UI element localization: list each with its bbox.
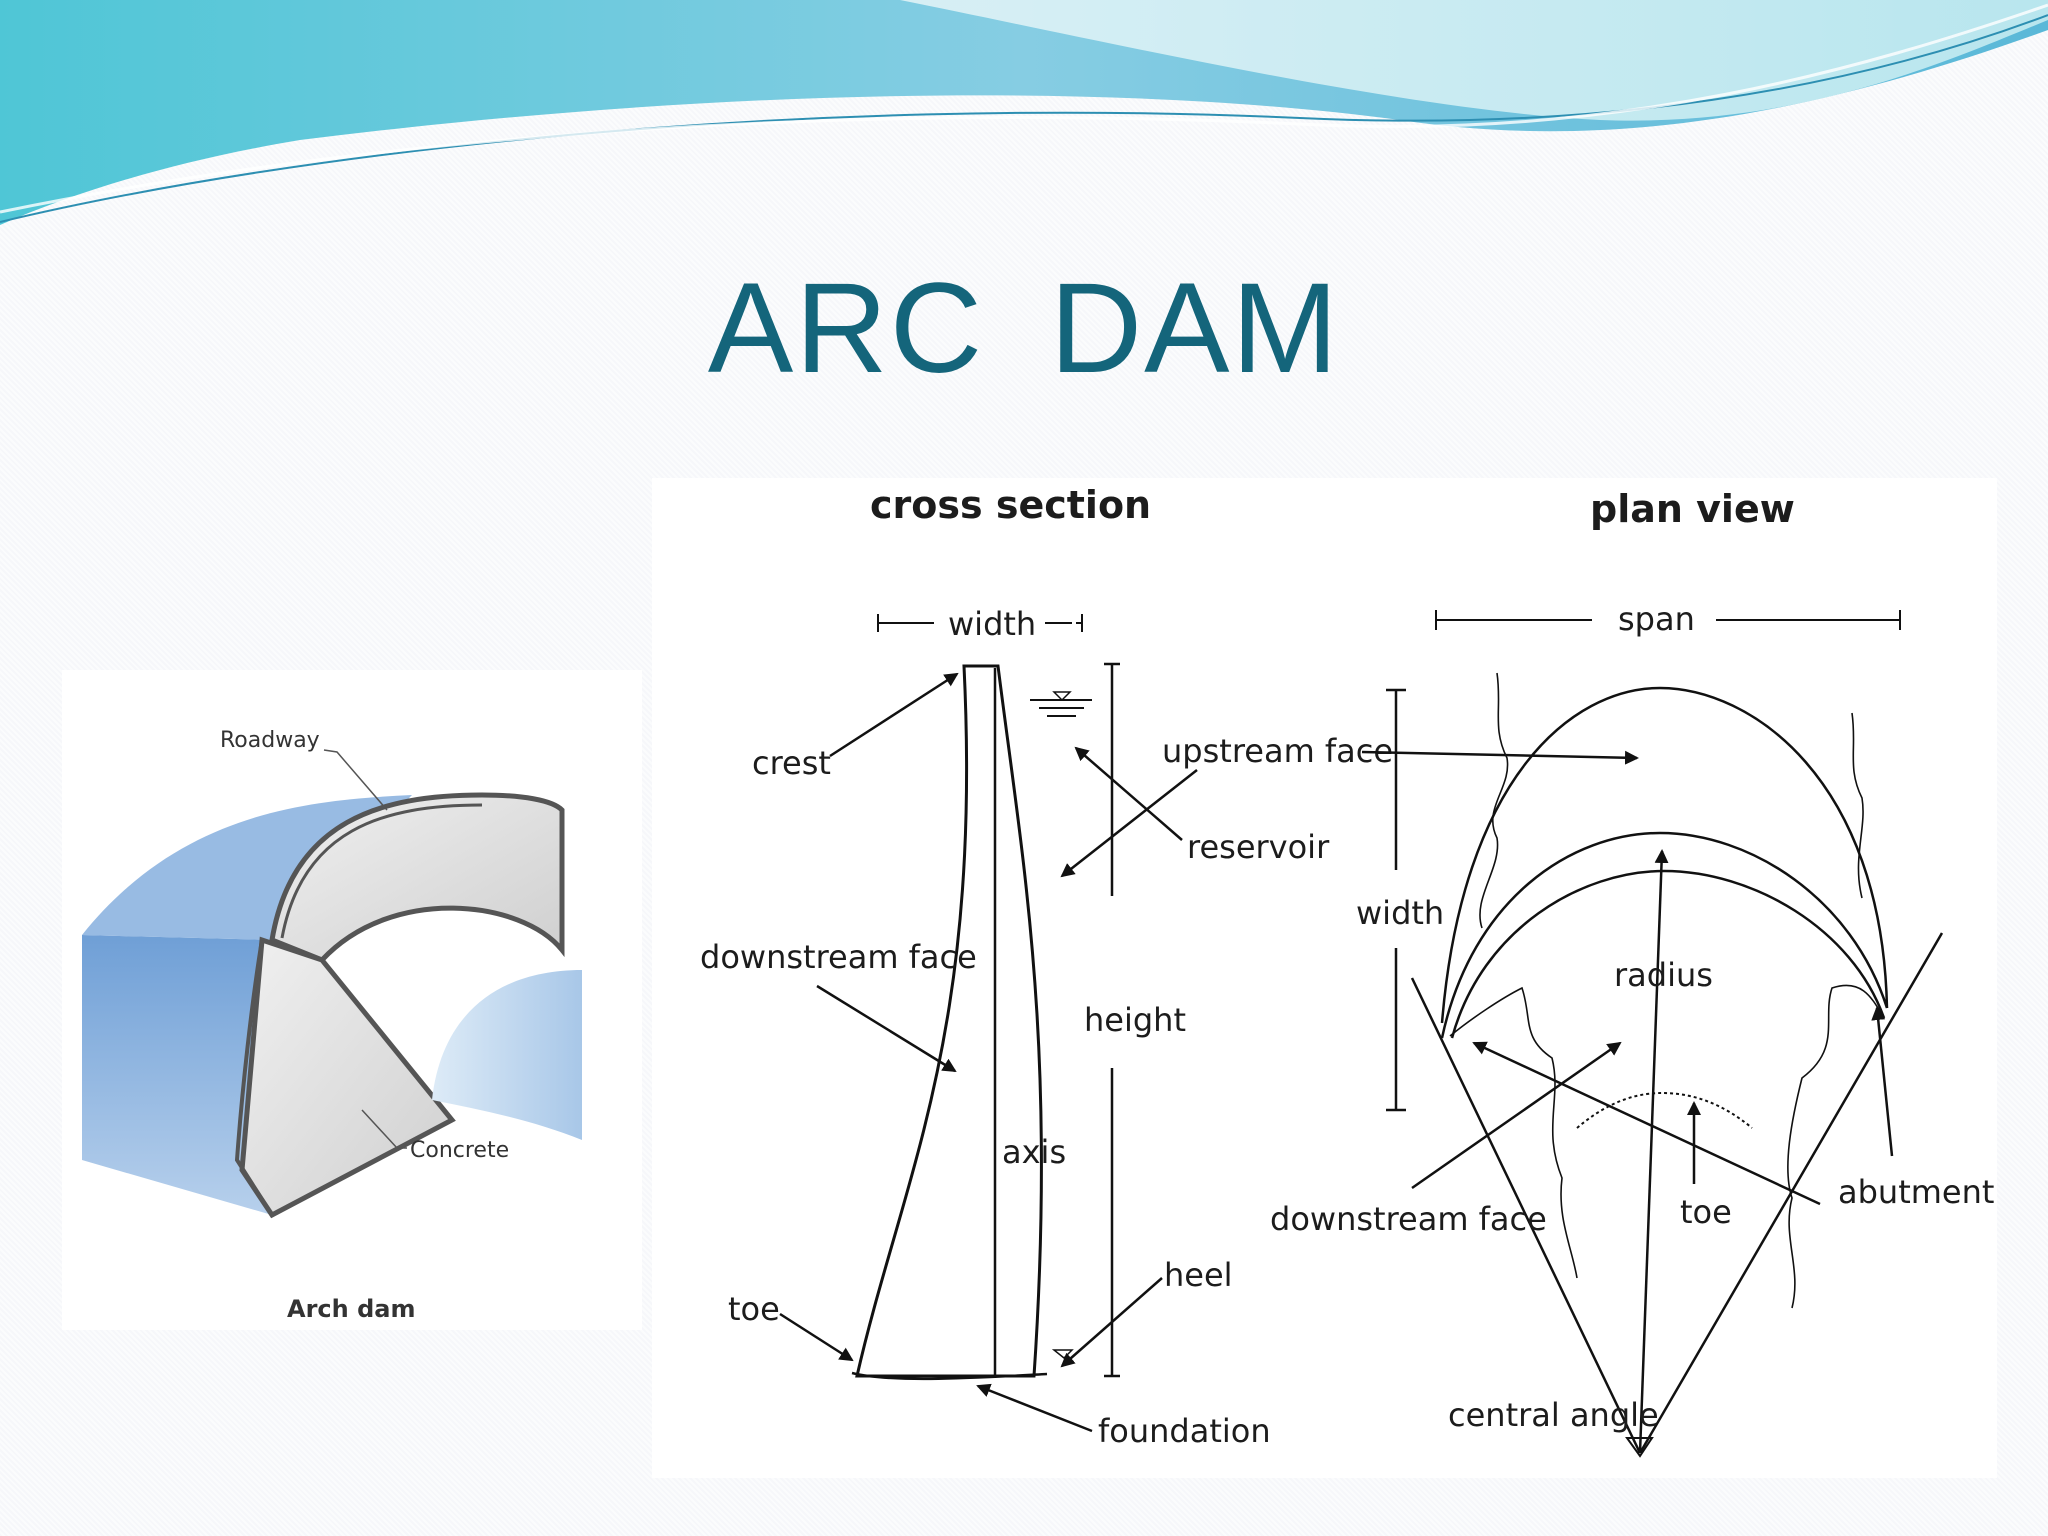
dam-schematic: cross section width height crest upstrea… [700,483,1994,1458]
label-width-plan: width [1356,894,1444,932]
arch-dam-illustration-panel: Roadway Concrete Arch dam [62,670,642,1330]
label-downstream-face-plan: downstream face [1270,1200,1547,1238]
slide-title: ARC DAM [707,257,1341,400]
label-concrete: Concrete [410,1138,509,1163]
cross-section-diagram: cross section width height crest upstrea… [700,483,1639,1450]
arch-dam-illustration: Roadway Concrete Arch dam [82,728,582,1323]
label-abutment: abutment [1838,1173,1994,1211]
arch-downstream-inner [1450,869,1886,1039]
label-upstream-face: upstream face [1162,732,1393,770]
dam-schematic-panel: cross section width height crest upstrea… [652,478,1997,1478]
label-axis: axis [1002,1133,1066,1171]
heading-plan-view: plan view [1590,487,1795,531]
arch-upstream [1440,686,1889,1024]
reservoir-water [82,935,272,1215]
dam-profile [855,664,1043,1378]
label-heel: heel [1164,1256,1233,1294]
label-span: span [1618,600,1695,638]
label-toe-plan: toe [1680,1193,1732,1231]
arch-downstream-outer [1440,831,1889,1039]
label-radius: radius [1614,956,1713,994]
label-width-cross: width [948,605,1036,643]
label-downstream-face-cross: downstream face [700,938,977,976]
caption-arch-dam: Arch dam [287,1295,415,1323]
header-wave-decoration [0,0,2048,225]
label-toe-cross: toe [728,1290,780,1328]
label-roadway: Roadway [220,728,320,753]
label-foundation: foundation [1098,1412,1271,1450]
heading-cross-section: cross section [870,483,1151,527]
label-crest: crest [752,744,831,782]
label-central-angle: central angle [1448,1396,1659,1434]
label-height: height [1084,1001,1186,1039]
label-reservoir: reservoir [1187,828,1330,866]
plan-view-diagram: plan view span radius width [1270,487,1994,1458]
downstream-water [432,970,582,1140]
concrete-section [239,936,456,1219]
